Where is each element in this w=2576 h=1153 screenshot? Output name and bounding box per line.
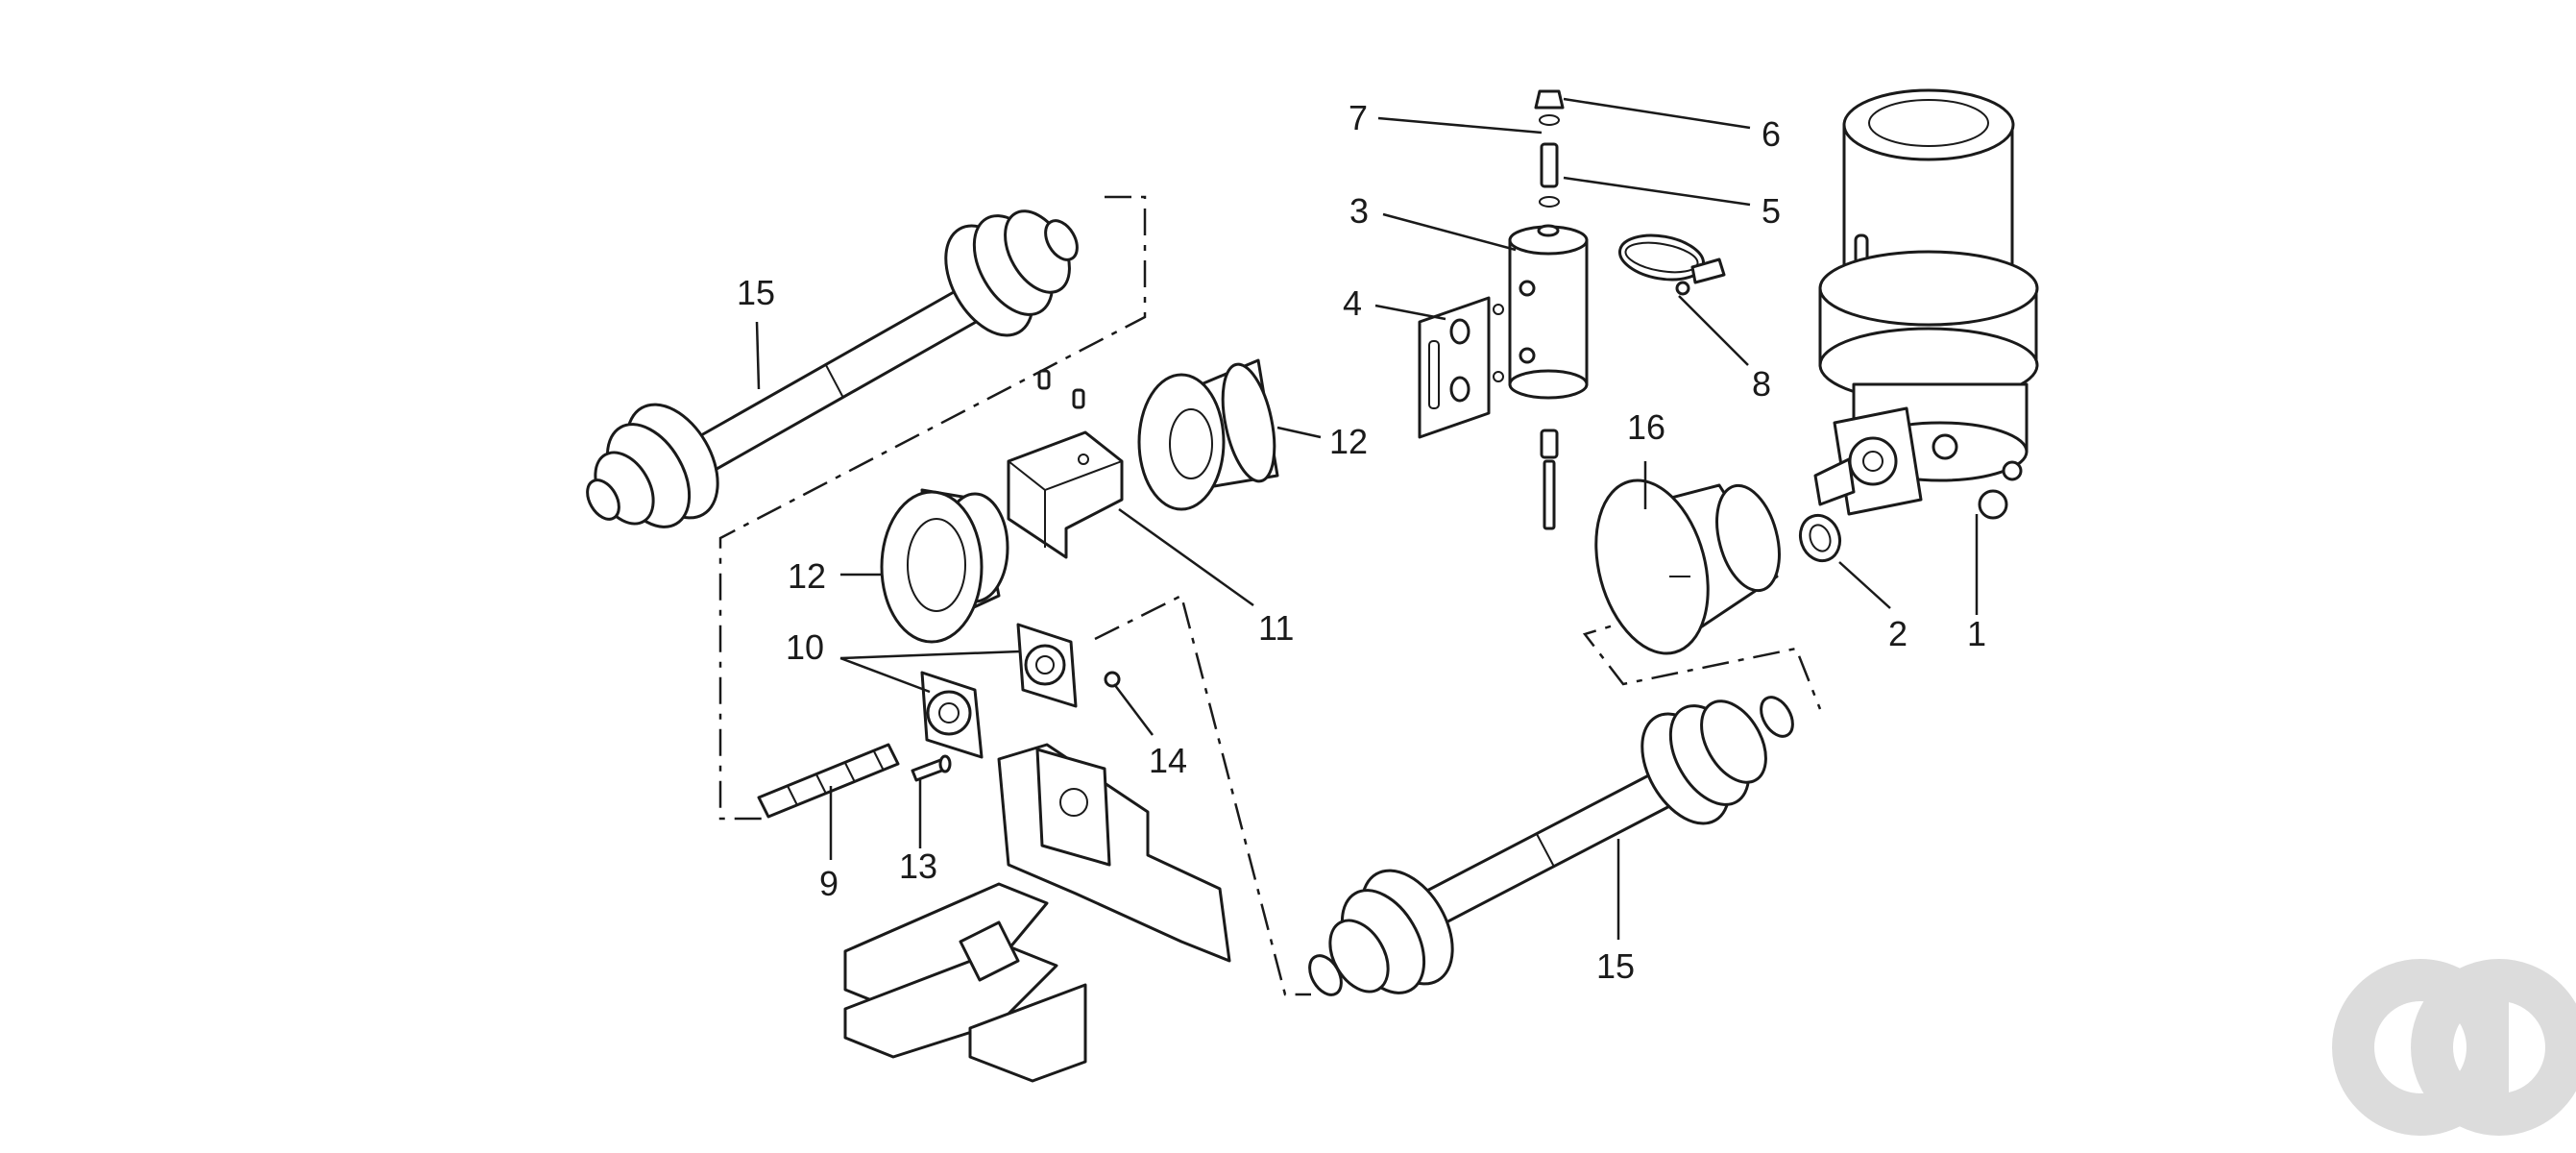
part-label-4: 4 [1343,283,1362,323]
bracket [1007,430,1124,559]
part-label-14: 14 [1149,741,1187,780]
mounting-frame [843,743,1231,1083]
part-label-5: 5 [1762,191,1781,231]
part-label-2: 2 [1888,614,1908,653]
bearing-lower [920,671,984,759]
drive-shaft-lower [1308,696,1794,996]
part-label-6: 6 [1762,114,1781,154]
seal-ring [1798,513,1842,563]
part-label-1: 1 [1967,614,1986,653]
part-label-11: 11 [1258,608,1294,648]
leader-lines [755,97,1979,940]
part-label-15-lower: 15 [1596,946,1635,986]
drive-shaft-upper [586,209,1079,528]
part-label-16: 16 [1627,407,1665,447]
guard-cone-left [880,488,1009,644]
lower-fitting [1540,429,1559,530]
part-label-10: 10 [786,627,824,667]
nut [1104,671,1121,688]
part-label-8: 8 [1752,364,1771,404]
part-label-12-right: 12 [1329,422,1368,461]
bolt [911,754,952,782]
hose-clamp [1618,233,1726,296]
mounting-plate [1418,296,1504,439]
filter-canister [1508,224,1589,400]
guide-line-upper [718,195,1147,821]
fitting-stack [1534,89,1565,208]
gearbox [1813,88,2039,520]
guard-cone-right [1137,358,1279,511]
part-label-15-upper: 15 [737,273,775,312]
part-label-13: 13 [899,846,937,886]
guide-line-lower [1094,594,1311,996]
part-label-3: 3 [1349,191,1369,231]
bearing-upper [1016,623,1078,708]
part-label-7: 7 [1349,98,1368,137]
watermark-logo [2332,959,2576,1136]
small-screws [1037,369,1085,409]
part-label-9: 9 [819,864,838,903]
threaded-stud [757,743,900,819]
part-label-12-left: 12 [788,556,826,596]
cone-guard [1594,478,1781,655]
